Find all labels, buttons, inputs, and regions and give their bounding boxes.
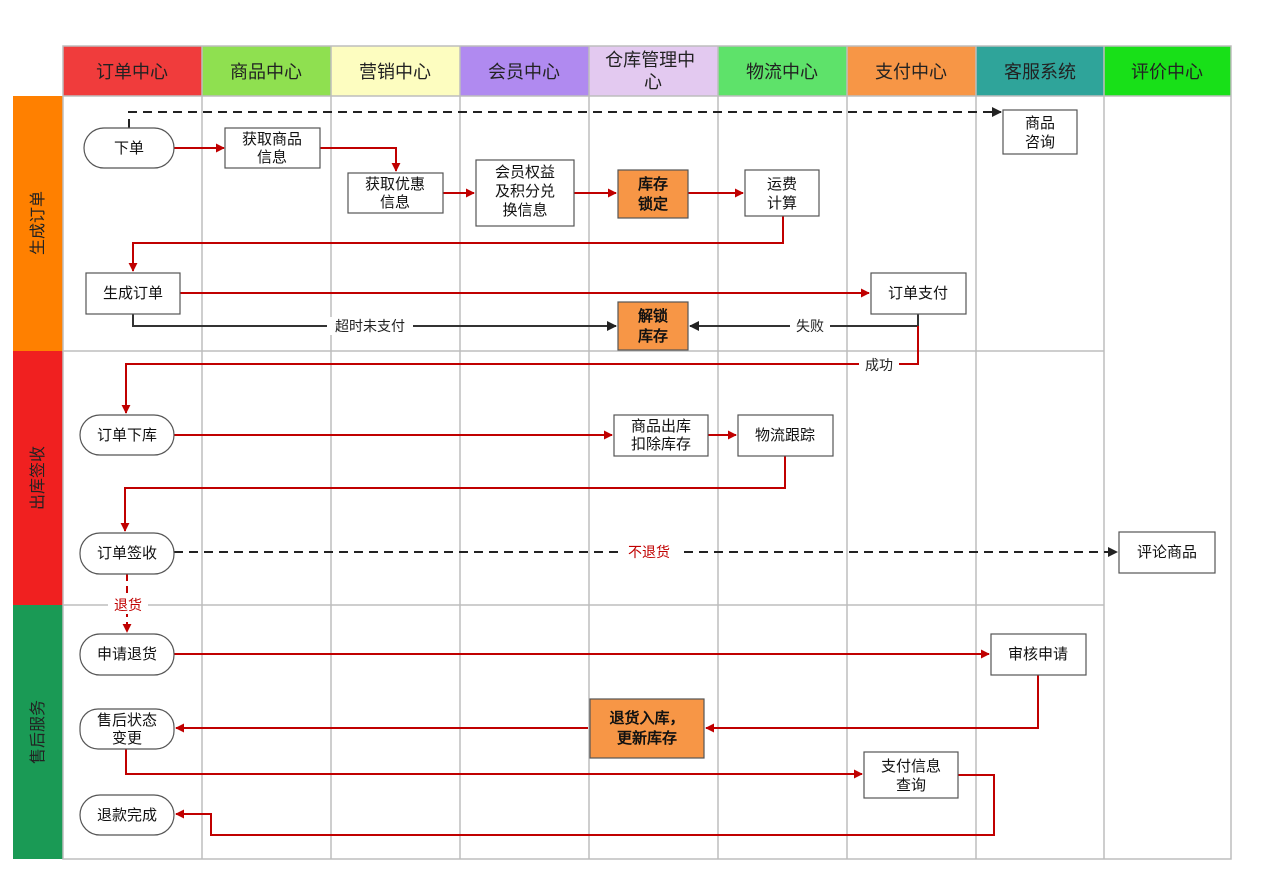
node-apply-return: 申请退货 bbox=[79, 633, 175, 676]
node-lock-stock: 库存锁定 bbox=[617, 169, 689, 219]
node-return-stock: 退货入库，更新库存 bbox=[589, 698, 705, 759]
node-refund-done: 退款完成 bbox=[79, 794, 175, 836]
row-header-bg-1 bbox=[13, 351, 63, 605]
edge-consult bbox=[128, 107, 1002, 128]
swimlane-grid bbox=[13, 45, 1232, 860]
label-fail: 失败 bbox=[796, 319, 824, 335]
row-headers: 生成订单 出库签收 售后服务 bbox=[28, 191, 47, 764]
edge-timeout-to-unlock bbox=[132, 314, 617, 331]
svg-text:订单签收: 订单签收 bbox=[97, 544, 157, 562]
edge-track-to-receive bbox=[120, 456, 786, 532]
column-header-review-center: 评价中心 bbox=[1131, 62, 1203, 83]
column-header-bg-3 bbox=[460, 46, 589, 96]
nodes: 下单 获取商品信息 获取优惠信息 会员权益及积分兑换信息 库存锁定 运费计算 bbox=[79, 109, 1216, 836]
node-shipping-calc: 运费计算 bbox=[744, 169, 820, 217]
column-header-member-center: 会员中心 bbox=[488, 62, 560, 83]
node-member-points: 会员权益及积分兑换信息 bbox=[475, 159, 575, 227]
svg-text:库存锁定: 库存锁定 bbox=[638, 175, 668, 213]
node-review-apply: 审核申请 bbox=[990, 633, 1087, 676]
column-header-order-center: 订单中心 bbox=[96, 62, 168, 83]
svg-text:售后状态变更: 售后状态变更 bbox=[97, 711, 157, 747]
column-header-marketing-center: 营销中心 bbox=[359, 62, 431, 83]
svg-text:商品出库扣除库存: 商品出库扣除库存 bbox=[631, 417, 691, 453]
edge-status-to-payinfo bbox=[125, 749, 863, 779]
row-header-create-order: 生成订单 bbox=[28, 191, 47, 255]
node-logistics-track: 物流跟踪 bbox=[737, 414, 834, 457]
svg-text:运费计算: 运费计算 bbox=[767, 175, 797, 212]
svg-text:解锁库存: 解锁库存 bbox=[638, 307, 668, 345]
node-aftersale-status: 售后状态变更 bbox=[79, 708, 175, 750]
svg-text:物流跟踪: 物流跟踪 bbox=[755, 426, 815, 444]
svg-text:退货入库，更新库存: 退货入库，更新库存 bbox=[609, 709, 684, 747]
node-product-outbound: 商品出库扣除库存 bbox=[613, 414, 709, 457]
svg-text:支付信息查询: 支付信息查询 bbox=[881, 757, 941, 794]
node-product-consult: 商品咨询 bbox=[1002, 109, 1078, 155]
column-header-bg-7 bbox=[976, 46, 1104, 96]
svg-text:退款完成: 退款完成 bbox=[97, 806, 157, 824]
column-header-warehouse-center: 仓库管理中 心 bbox=[605, 50, 701, 93]
column-header-bg-2 bbox=[331, 46, 460, 96]
label-no-return: 不退货 bbox=[628, 544, 670, 561]
node-unlock-stock: 解锁库存 bbox=[617, 301, 689, 351]
label-timeout-unpaid: 超时未支付 bbox=[335, 319, 405, 335]
row-header-bg-0 bbox=[13, 96, 63, 351]
svg-text:订单下库: 订单下库 bbox=[97, 426, 157, 444]
label-success: 成功 bbox=[865, 358, 893, 374]
svg-text:审核申请: 审核申请 bbox=[1008, 645, 1068, 663]
column-header-logistics-center: 物流中心 bbox=[746, 62, 818, 83]
column-headers: 订单中心 商品中心 营销中心 会员中心 仓库管理中 心 物流中心 支付中心 客服… bbox=[96, 50, 1203, 93]
svg-text:获取商品信息: 获取商品信息 bbox=[242, 130, 302, 166]
label-return: 退货 bbox=[114, 597, 142, 614]
svg-text:下单: 下单 bbox=[114, 139, 144, 157]
edge-payinfo-to-refund bbox=[175, 774, 995, 836]
svg-text:订单支付: 订单支付 bbox=[888, 284, 948, 302]
node-order-pay: 订单支付 bbox=[870, 272, 967, 315]
svg-text:获取优惠信息: 获取优惠信息 bbox=[365, 175, 425, 211]
node-order-outbound: 订单下库 bbox=[79, 414, 175, 456]
svg-text:会员权益及积分兑换信息: 会员权益及积分兑换信息 bbox=[495, 163, 555, 219]
row-header-after-sales: 售后服务 bbox=[28, 700, 47, 764]
node-review-product: 评论商品 bbox=[1118, 531, 1216, 574]
edge-review-to-return-stock bbox=[705, 675, 1039, 733]
svg-text:申请退货: 申请退货 bbox=[97, 645, 157, 663]
edge-shipping-to-create bbox=[128, 216, 784, 272]
node-get-discount-info: 获取优惠信息 bbox=[347, 172, 444, 214]
node-order-receive: 订单签收 bbox=[79, 532, 175, 575]
svg-text:生成订单: 生成订单 bbox=[103, 284, 163, 302]
node-get-product-info: 获取商品信息 bbox=[224, 127, 321, 169]
column-header-bg-8 bbox=[1104, 46, 1231, 96]
column-header-bg-6 bbox=[847, 46, 976, 96]
column-header-bg-4 bbox=[589, 46, 718, 96]
node-create-order: 生成订单 bbox=[85, 272, 181, 315]
node-place-order: 下单 bbox=[83, 127, 175, 169]
edge-success-to-outbound bbox=[121, 326, 919, 414]
node-pay-info-query: 支付信息查询 bbox=[863, 751, 959, 799]
edge-labels: 超时未支付 失败 成功 不退货 退货 bbox=[108, 317, 899, 614]
column-header-bg-5 bbox=[718, 46, 847, 96]
column-header-customer-service: 客服系统 bbox=[1004, 62, 1076, 83]
column-header-product-center: 商品中心 bbox=[230, 62, 302, 83]
column-header-bg-1 bbox=[202, 46, 331, 96]
svg-text:评论商品: 评论商品 bbox=[1137, 543, 1197, 561]
column-header-payment-center: 支付中心 bbox=[875, 62, 947, 83]
edge-product-to-discount bbox=[320, 147, 401, 172]
row-header-outbound-receive: 出库签收 bbox=[28, 446, 47, 510]
svg-text:商品咨询: 商品咨询 bbox=[1025, 114, 1055, 151]
column-header-bg-0 bbox=[63, 46, 202, 96]
row-header-bg-2 bbox=[13, 605, 63, 859]
